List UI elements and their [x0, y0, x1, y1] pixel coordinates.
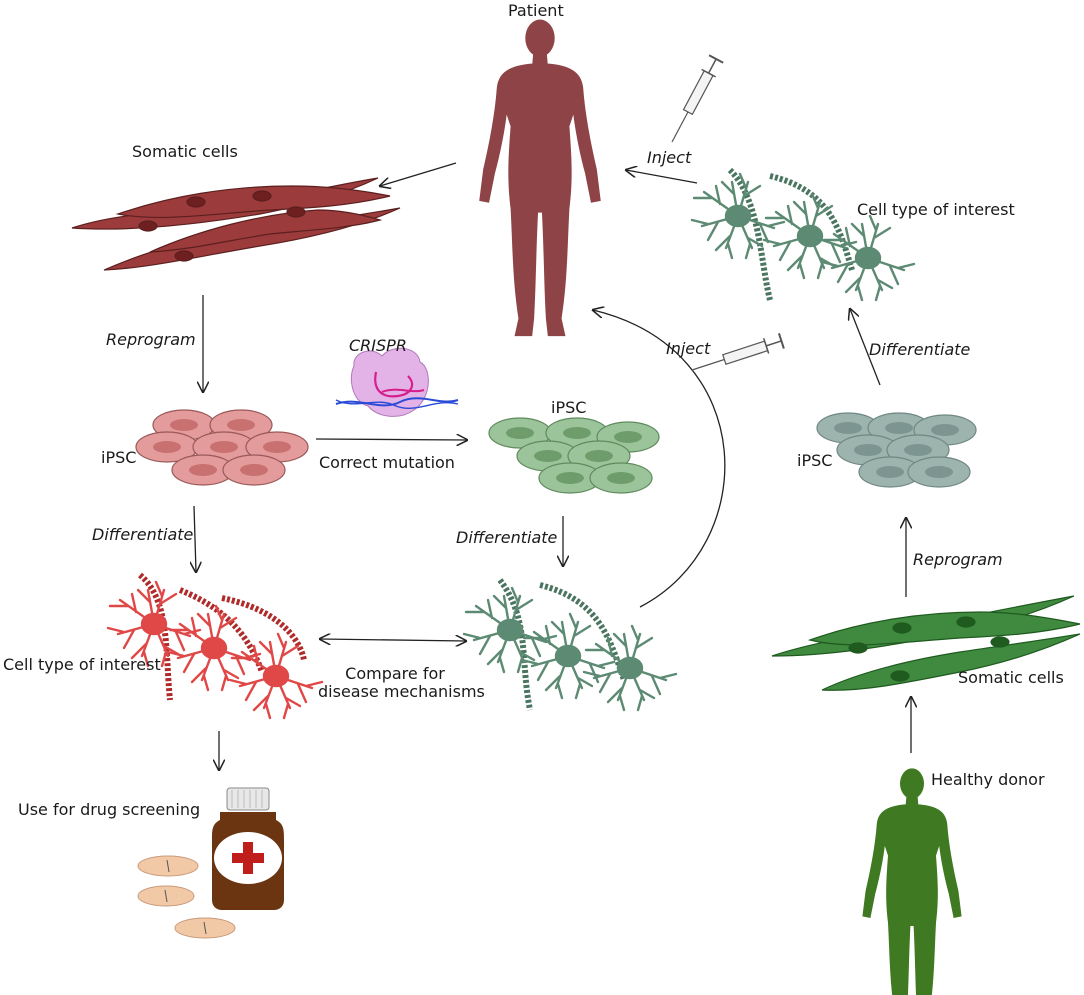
arrow-differentiate-donor	[850, 309, 881, 386]
patient-label: Patient	[508, 1, 564, 20]
neurons-corrected	[462, 578, 678, 712]
correct-mutation-label: Correct mutation	[319, 453, 455, 472]
inject-mid-label: Inject	[666, 339, 711, 358]
crispr-label: CRISPR	[349, 336, 407, 355]
somatic-cells-patient-label: Somatic cells	[132, 142, 238, 161]
patient-figure-icon	[479, 19, 601, 337]
crispr-cas9-icon	[335, 347, 459, 417]
arrow-differentiate-patient	[194, 505, 196, 572]
ipsc-patient-label: iPSC	[101, 448, 137, 467]
neuron-icon	[820, 214, 916, 302]
ipsc-patient-cluster	[135, 409, 309, 486]
neuron-icon	[690, 172, 786, 260]
arrow-inject-top	[626, 170, 698, 184]
healthy-donor-figure-icon	[862, 768, 962, 995]
syringe-icon	[671, 54, 724, 143]
arrow-inject-corrected	[593, 310, 726, 608]
neuron-icon	[228, 632, 324, 720]
syringe-icon	[691, 333, 785, 371]
pill-icon	[137, 885, 195, 907]
neurons-patient	[106, 572, 324, 720]
healthy-donor-label: Healthy donor	[931, 770, 1045, 789]
ipsc-corrected-label: iPSC	[551, 398, 587, 417]
somatic-cells-patient	[71, 177, 401, 271]
cell-type-donor-label: Cell type of interest	[857, 200, 1015, 219]
somatic-cells-donor	[771, 595, 1081, 691]
ipsc-corrected-cluster	[488, 417, 660, 494]
neuron-icon	[582, 624, 678, 712]
pill-icon	[137, 855, 199, 877]
arrows	[194, 162, 911, 770]
arrow-compare	[320, 639, 466, 641]
differentiate-donor-label: Differentiate	[869, 340, 971, 359]
compare-label: Compare for disease mechanisms	[318, 664, 485, 702]
drug-bottle-icon	[212, 787, 284, 910]
compare-label-line1: Compare for	[345, 664, 445, 683]
somatic-cells-donor-label: Somatic cells	[958, 668, 1064, 687]
differentiate-patient-label: Differentiate	[92, 525, 194, 544]
ipsc-donor-label: iPSC	[797, 451, 833, 470]
arrow-correct-mutation	[315, 439, 467, 440]
inject-top-label: Inject	[647, 148, 692, 167]
neurons-donor	[690, 167, 916, 302]
reprogram-patient-label: Reprogram	[106, 330, 196, 349]
drug-screening-label: Use for drug screening	[18, 800, 201, 819]
reprogram-donor-label: Reprogram	[913, 550, 1003, 569]
ipsc-donor-cluster	[816, 412, 977, 488]
pill-icon	[174, 917, 236, 939]
compare-label-line2: disease mechanisms	[318, 682, 485, 702]
cell-type-patient-label: Cell type of interest	[3, 655, 161, 674]
differentiate-corrected-label: Differentiate	[456, 528, 558, 547]
arrow-patient-to-somatic	[380, 162, 457, 186]
